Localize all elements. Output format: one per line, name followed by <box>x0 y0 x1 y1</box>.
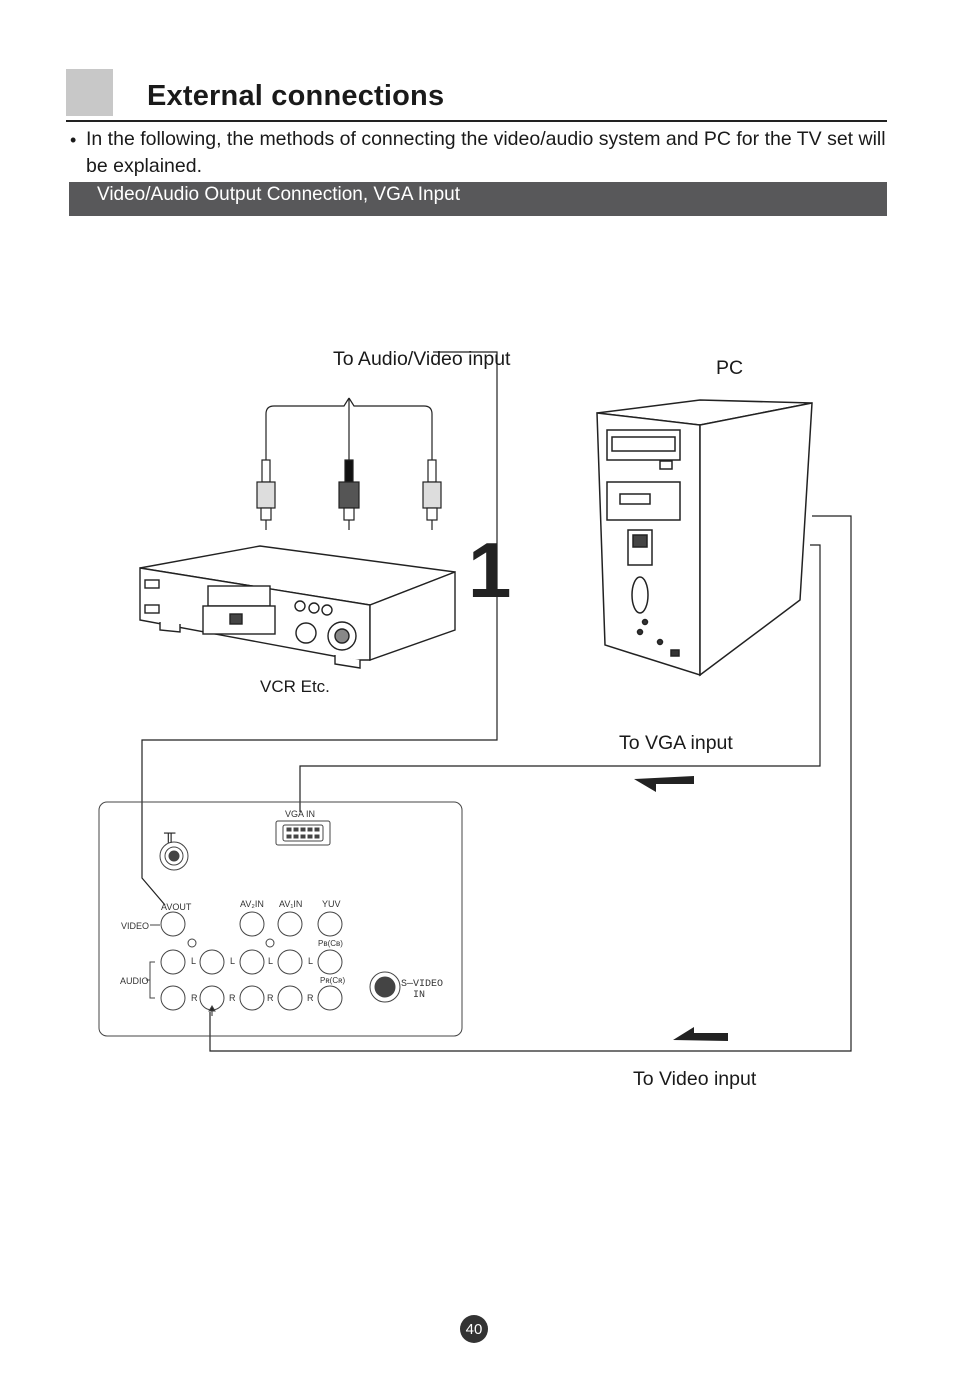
arrows <box>634 776 728 1041</box>
bullet-icon: • <box>70 130 77 150</box>
label-vga-input: To VGA input <box>619 732 733 754</box>
pc-tower <box>596 399 813 677</box>
r-label-4: R <box>307 993 314 1003</box>
page-title: External connections <box>147 80 445 112</box>
title-rule <box>66 120 887 122</box>
avout-label: AVOUT <box>161 902 192 912</box>
section-marker <box>66 69 113 116</box>
section-bar-label: Video/Audio Output Connection, VGA Input <box>97 184 461 205</box>
arrow-left-upper <box>634 776 694 792</box>
label-pc: PC <box>716 357 744 379</box>
rca-cable-left <box>265 397 350 460</box>
tv-panel <box>98 801 463 1037</box>
av1in-label: AV₁IN <box>279 899 302 909</box>
pr-label: Pʀ(Cʀ) <box>320 976 345 985</box>
svideo-in-label: IN <box>413 990 425 1001</box>
label-av-input: To Audio/Video input <box>333 348 511 370</box>
l-label-3: L <box>268 956 273 966</box>
label-vcr: VCR Etc. <box>260 677 330 696</box>
video-label: VIDEO <box>121 921 149 931</box>
r-label-2: R <box>229 993 236 1003</box>
svideo-label: S—VIDEO <box>401 979 443 990</box>
arrow-left-lower <box>673 1027 728 1041</box>
l-label-1: L <box>191 956 196 966</box>
antenna-icon: ╥ <box>163 825 176 844</box>
r-label-3: R <box>267 993 274 1003</box>
page-number: 40 <box>460 1315 488 1343</box>
pb-label: Pʙ(Cʙ) <box>318 939 343 948</box>
av-cable-line <box>141 351 498 906</box>
yuv-label: YUV <box>322 899 341 909</box>
r-label-1: R <box>191 993 198 1003</box>
vga-cable-line <box>299 544 821 812</box>
label-video-input: To Video input <box>633 1068 757 1090</box>
intro-text: In the following, the methods of connect… <box>86 128 886 177</box>
l-label-2: L <box>230 956 235 966</box>
rca-plug-right <box>422 459 442 530</box>
vcr-device <box>139 545 456 669</box>
section-bar <box>69 182 887 216</box>
vga-in-label: VGA IN <box>285 809 315 819</box>
av2in-label: AV₂IN <box>240 899 264 909</box>
rca-plug-left <box>256 459 276 530</box>
video-cable-line <box>209 515 852 1052</box>
audio-label: AUDIO <box>120 976 149 986</box>
step-number: 1 <box>468 526 511 614</box>
l-label-4: L <box>308 956 313 966</box>
rca-plug-center <box>338 459 360 530</box>
rca-cable-right <box>348 397 433 460</box>
